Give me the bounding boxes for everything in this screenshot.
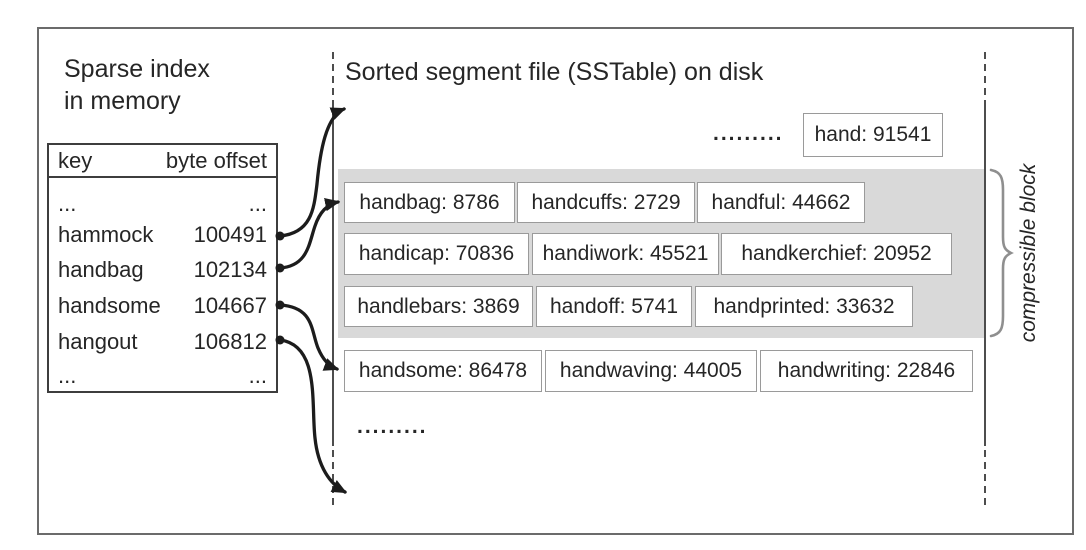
index-cell-key: handsome	[58, 293, 161, 318]
sstable-entry-handwriting: handwriting: 22846	[760, 350, 973, 392]
index-table-header: key byte offset	[49, 145, 276, 178]
sparse-index-title: Sparse index in memory	[64, 53, 210, 117]
sstable-entry-handcuffs: handcuffs: 2729	[517, 182, 695, 223]
sstable-entry-handwaving: handwaving: 44005	[545, 350, 757, 392]
index-header-byte-offset: byte offset	[165, 147, 267, 173]
sstable-entry-handoff: handoff: 5741	[536, 286, 692, 327]
sstable-entry-hand: hand: 91541	[803, 113, 943, 157]
index-row-ellipsis-top: ... ...	[49, 188, 276, 220]
index-cell-offset: 104667	[193, 293, 267, 318]
index-row-hangout: hangout 106812	[49, 326, 276, 358]
index-row-ellipsis-bottom: ... ...	[49, 360, 276, 392]
sparse-index-title-line2: in memory	[64, 87, 181, 115]
sstable-entry-handiwork: handiwork: 45521	[532, 233, 719, 275]
ellipsis-dots-top: .........	[713, 122, 784, 145]
sstable-entry-handful: handful: 44662	[697, 182, 865, 223]
sstable-entry-handbag: handbag: 8786	[344, 182, 515, 223]
sstable-entry-handkerchief: handkerchief: 20952	[721, 233, 952, 275]
index-cell-offset: ...	[248, 363, 267, 388]
index-cell-offset: 100491	[193, 222, 267, 247]
index-header-key: key	[58, 147, 93, 173]
index-cell-offset: ...	[248, 191, 267, 216]
index-row-handsome: handsome 104667	[49, 290, 276, 322]
sstable-entry-handprinted: handprinted: 33632	[695, 286, 913, 327]
index-row-handbag: handbag 102134	[49, 254, 276, 286]
index-cell-key: hammock	[58, 222, 154, 247]
index-cell-offset: 106812	[193, 329, 267, 354]
sstable-entry-handlebars: handlebars: 3869	[344, 286, 533, 327]
sstable-entry-handicap: handicap: 70836	[344, 233, 529, 275]
index-row-hammock: hammock 100491	[49, 219, 276, 251]
sstable-entry-handsome: handsome: 86478	[344, 350, 542, 392]
ellipsis-dots-bottom: .........	[357, 415, 428, 438]
index-cell-key: hangout	[58, 329, 138, 354]
index-cell-key: ...	[58, 363, 77, 388]
sparse-index-table: key byte offset ... ... hammock 100491 h…	[47, 143, 278, 393]
compressible-block-label: compressible block	[1017, 163, 1040, 343]
index-cell-offset: 102134	[193, 257, 267, 282]
sstable-title: Sorted segment file (SSTable) on disk	[345, 58, 764, 86]
sparse-index-title-line1: Sparse index	[64, 55, 210, 83]
index-cell-key: handbag	[58, 257, 144, 282]
index-cell-key: ...	[58, 191, 77, 216]
